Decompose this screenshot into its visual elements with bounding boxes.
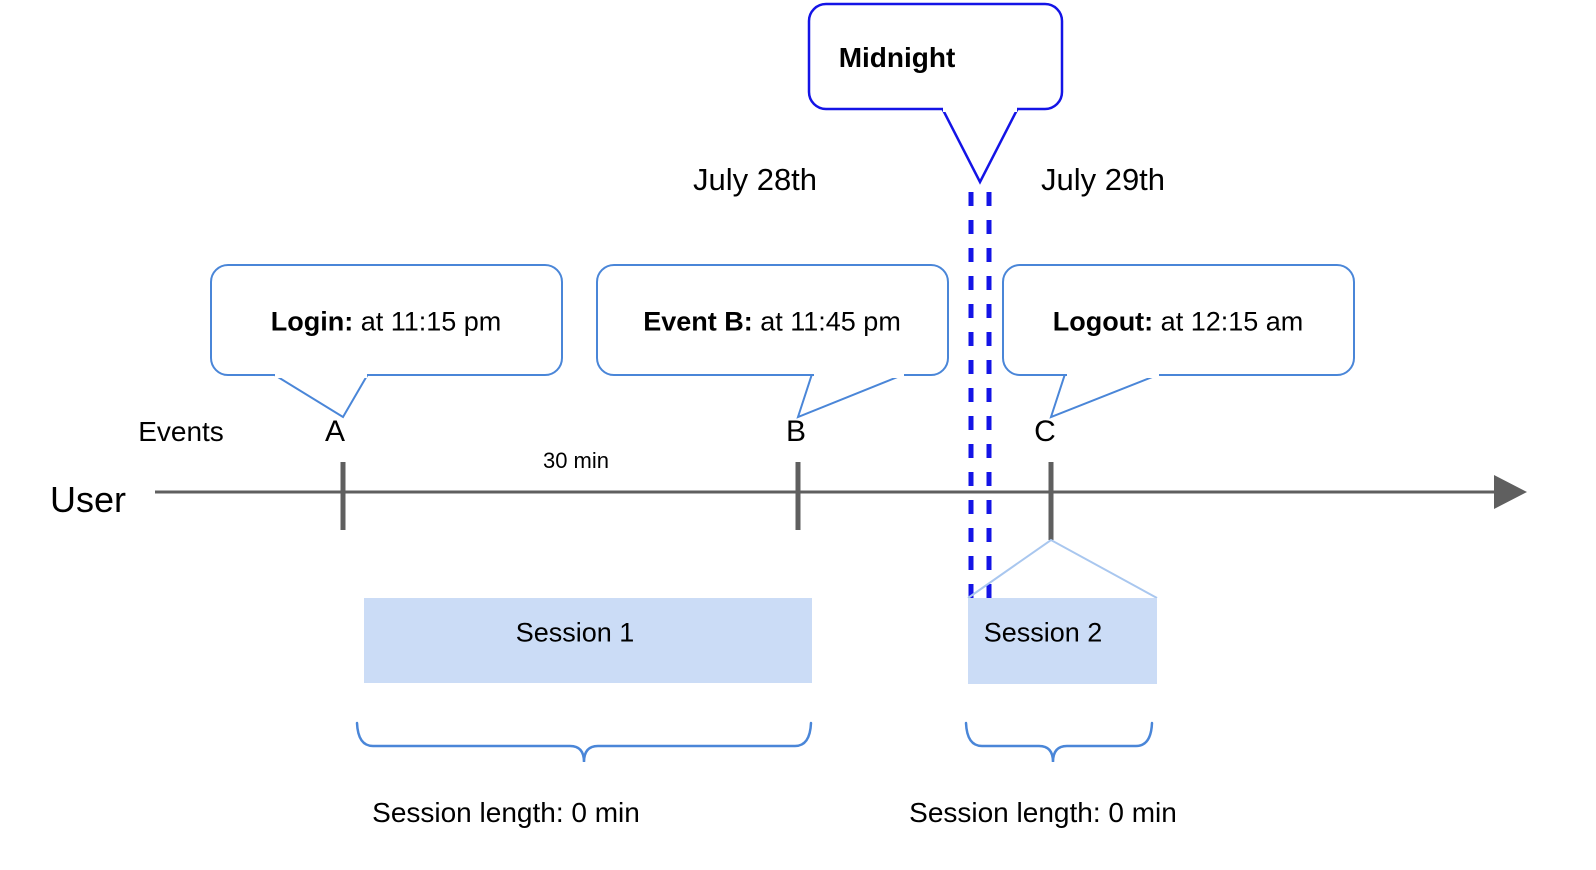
eventb-callout-tail [796, 373, 906, 419]
session-1-label: Session 1 [515, 617, 635, 648]
login-callout-text: Login: at 11:15 pm [270, 306, 502, 337]
session-1-rect [364, 598, 812, 683]
logout-callout-shape [1002, 264, 1355, 419]
eventb-callout-rest: at 11:45 pm [752, 306, 901, 337]
row-label-events: Events [138, 416, 224, 447]
logout-callout-rest: at 12:15 am [1153, 306, 1304, 337]
login-callout-bold: Login: [270, 306, 354, 337]
session-2-brace [964, 721, 1154, 763]
event-marker-label-a: A [324, 415, 346, 448]
session-2-rect [968, 598, 1157, 684]
timeline-axis [155, 475, 1527, 509]
session-2-length-label: Session length: 0 min [909, 797, 1177, 828]
date-label-july-28: July 28th [692, 162, 818, 197]
duration-label-30min: 30 min [542, 448, 610, 473]
eventb-callout-shape [596, 264, 949, 419]
session-1-brace-path [355, 721, 813, 763]
midnight-label: Midnight [838, 42, 956, 73]
row-label-user: User [49, 479, 127, 520]
midnight-tail-mask [943, 100, 1017, 112]
session-1-length-label: Session length: 0 min [372, 797, 640, 828]
eventb-callout-bold: Event B: [643, 306, 753, 337]
eventb-callout-box [596, 264, 949, 376]
login-callout-box [210, 264, 563, 376]
date-label-july-29: July 29th [1040, 162, 1166, 197]
event-tick-marks [340, 462, 1054, 540]
eventb-callout-text: Event B: at 11:45 pm [643, 306, 901, 337]
logout-callout-tail [1049, 373, 1161, 419]
login-callout-tail [269, 373, 370, 419]
logout-callout-text: Logout: at 12:15 am [1052, 306, 1304, 337]
login-callout-shape [210, 264, 563, 419]
axis-arrowhead [1494, 475, 1527, 509]
session-2-connector [967, 538, 1158, 599]
login-tail-mask [275, 368, 367, 378]
session-2-block [967, 538, 1158, 684]
event-marker-label-c: C [1034, 415, 1056, 448]
session-2-brace-path [964, 721, 1154, 763]
session-2-label: Session 2 [983, 617, 1103, 648]
logout-tail-mask [1067, 368, 1159, 378]
login-callout-rest: at 11:15 pm [353, 306, 502, 337]
logout-callout-box [1002, 264, 1355, 376]
event-marker-label-b: B [785, 415, 807, 448]
logout-callout-bold: Logout: [1052, 306, 1154, 337]
midnight-callout-shape [807, 2, 1064, 185]
session-1-brace [355, 721, 813, 763]
midnight-callout-tail [938, 104, 1022, 185]
midnight-callout-box [807, 2, 1064, 111]
midnight-dashed-lines [968, 192, 992, 600]
session-1-block [364, 598, 812, 683]
eventb-tail-mask [814, 368, 904, 378]
